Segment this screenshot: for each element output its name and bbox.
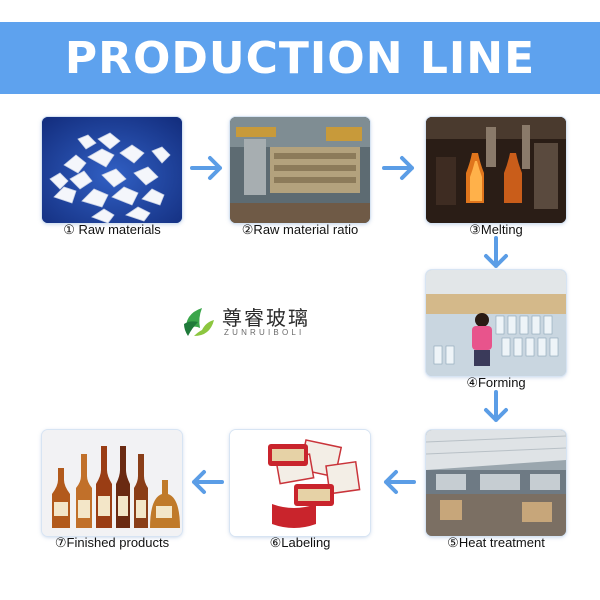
- heat-treatment-photo: [426, 430, 566, 536]
- finished-products-photo: [42, 430, 182, 536]
- arrow-right-icon: [190, 156, 222, 180]
- labeling-photo: [230, 430, 370, 536]
- leaf-logo-icon: [184, 308, 214, 336]
- arrow-right-icon: [382, 156, 414, 180]
- step-caption-melting: ③Melting: [469, 222, 523, 237]
- melting-photo: [426, 117, 566, 223]
- step-caption-raw-material-ratio: ②Raw material ratio: [241, 222, 359, 237]
- step-caption-labeling: ⑥Labeling: [269, 535, 331, 550]
- step-caption-forming: ④Forming: [466, 375, 526, 390]
- arrow-down-icon: [484, 390, 508, 422]
- step-caption-raw-materials: ① Raw materials: [63, 222, 161, 237]
- company-logo: 尊睿玻璃 ZUNRUIBOLI: [180, 302, 330, 342]
- arrow-left-icon: [384, 470, 416, 494]
- raw-material-ratio-photo: [230, 117, 370, 223]
- logo-chinese-text: 尊睿玻璃: [222, 306, 310, 330]
- arrow-left-icon: [192, 470, 224, 494]
- page-title: PRODUCTION LINE: [64, 32, 536, 84]
- arrow-down-icon: [484, 236, 508, 268]
- step-caption-finished-products: ⑦Finished products: [54, 535, 170, 550]
- forming-photo: [426, 270, 566, 376]
- raw-materials-photo: [42, 117, 182, 223]
- step-caption-heat-treatment: ⑤Heat treatment: [447, 535, 545, 550]
- title-banner: PRODUCTION LINE: [0, 22, 600, 94]
- logo-pinyin-text: ZUNRUIBOLI: [224, 328, 305, 337]
